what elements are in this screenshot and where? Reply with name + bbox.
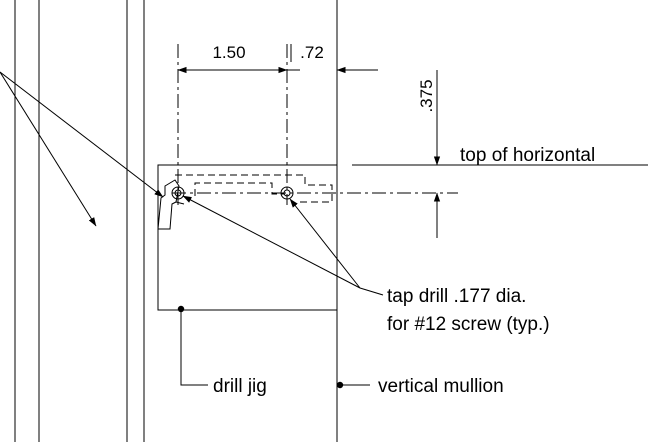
- clip-profile-detail: [175, 201, 185, 205]
- leader-to-clip: [0, 71, 164, 198]
- label-tap-drill-line1: tap drill .177 dia.: [387, 286, 526, 307]
- dim-label-72: .72: [300, 43, 324, 62]
- tap-drill-callout: tap drill .177 dia. for #12 screw (typ.): [182, 195, 550, 335]
- leader-tap-left: [182, 195, 361, 289]
- centerlines: [172, 44, 458, 205]
- label-vertical-mullion: vertical mullion: [378, 376, 504, 397]
- drill-jig-callout: drill jig: [177, 305, 267, 397]
- dim-label-375: .375: [417, 79, 436, 112]
- horizontal-profile-hidden: [175, 174, 333, 203]
- leader-to-frame: [0, 71, 97, 227]
- left-frame-lines: [14, 0, 145, 442]
- profile-inner-dashed: [194, 182, 284, 196]
- profile-outer-dashed: [175, 174, 333, 203]
- dim-label-1-50: 1.50: [212, 43, 245, 62]
- upper-left-leaders: [0, 71, 164, 227]
- leader-tap-shoulder: [359, 287, 384, 296]
- leader-drill-jig: [180, 309, 208, 386]
- leader-tap-right: [289, 198, 361, 289]
- right-dimension: .375 top of horizontal: [352, 70, 648, 238]
- label-top-of-horizontal: top of horizontal: [460, 145, 595, 166]
- label-tap-drill-line2: for #12 screw (typ.): [387, 314, 550, 335]
- top-dimensions: 1.50 .72: [177, 43, 378, 74]
- vertical-mullion-callout: vertical mullion: [336, 376, 504, 397]
- drill-jig-rect: [157, 164, 338, 311]
- label-drill-jig: drill jig: [213, 376, 267, 397]
